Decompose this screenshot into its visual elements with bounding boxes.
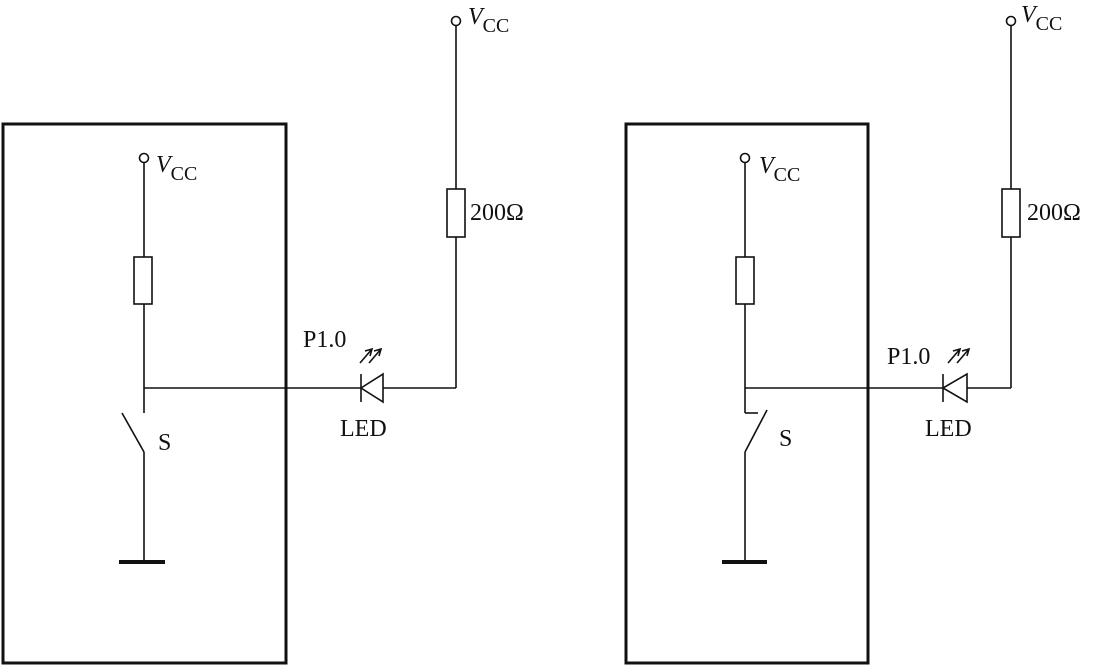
left-switch-label: S (158, 430, 171, 456)
right-internal-vcc-terminal (739, 152, 751, 164)
right-led-label: LED (925, 416, 972, 442)
right-port-label: P1.0 (887, 344, 930, 370)
left-external-vcc-terminal (450, 15, 462, 27)
right-switch-label: S (779, 426, 792, 452)
right-external-vcc-terminal (1005, 15, 1017, 27)
left-external-vcc-label: VCC (468, 4, 509, 37)
left-current-limit-resistor (446, 188, 466, 238)
right-external-vcc-label: VCC (1021, 2, 1062, 35)
left-internal-vcc-label: VCC (156, 152, 197, 185)
right-circuit: VCC P1.0 S LED 200Ω (624, 2, 1081, 665)
right-resistor-label: 200Ω (1027, 200, 1081, 226)
left-chip-box (1, 122, 288, 665)
right-internal-vcc-label: VCC (759, 153, 800, 186)
right-chip-box (624, 122, 870, 665)
left-pullup-resistor (133, 256, 153, 305)
right-light-emission-icon (947, 347, 971, 364)
left-led (359, 347, 384, 404)
left-port-label: P1.0 (303, 327, 346, 353)
left-switch-blade (121, 412, 145, 453)
left-circuit: VCC P1.0 S LED 200Ω VC (1, 4, 524, 665)
left-resistor-label: 200Ω (470, 200, 524, 226)
left-led-label: LED (340, 416, 387, 442)
right-led (941, 347, 971, 404)
right-switch-blade (744, 409, 768, 453)
right-current-limit-resistor (1001, 188, 1021, 238)
left-internal-vcc-terminal (138, 152, 150, 164)
right-pullup-resistor (735, 256, 755, 305)
left-light-emission-icon (359, 347, 383, 364)
